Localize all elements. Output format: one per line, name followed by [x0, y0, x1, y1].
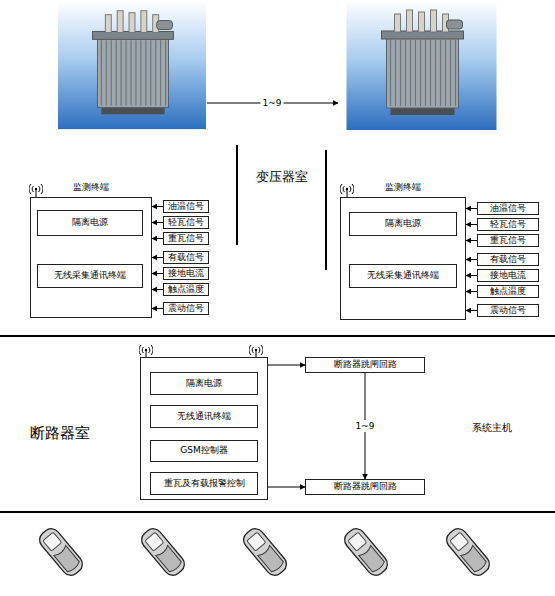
- box-label: 重瓦信号: [490, 236, 526, 246]
- room-label: 断路器室: [30, 424, 90, 443]
- signal-box: 震动信号: [477, 304, 539, 317]
- box-label: 油温信号: [490, 204, 526, 214]
- signal-box: 重瓦信号: [477, 234, 539, 247]
- box-label: 轻瓦信号: [490, 220, 526, 230]
- box-label: 震动信号: [490, 306, 526, 316]
- signal-arrow: [466, 310, 477, 311]
- signal-arrow: [152, 206, 163, 207]
- signal-arrow: [152, 257, 163, 258]
- signal-box: 轻瓦信号: [163, 216, 209, 229]
- signal-arrow: [268, 487, 305, 488]
- box-label: 有载信号: [168, 253, 204, 263]
- signal-arrow: [466, 224, 477, 225]
- box-heading: 监测终端: [341, 181, 465, 194]
- transformer-photo: [58, 1, 206, 129]
- trip-circuit-box: 断路器跳闸回路: [305, 479, 425, 495]
- room-divider: [325, 150, 327, 270]
- signal-box: 重瓦信号: [163, 232, 209, 245]
- box-label: 隔离电源: [385, 219, 421, 229]
- box-label: 油温信号: [168, 202, 204, 212]
- breaker-control-unit: 隔离电源无线通讯终端 GSM控制器重瓦及有载报警控制: [140, 357, 268, 500]
- box-label: 无线采集通讯终端: [367, 271, 439, 281]
- signal-box: 轻瓦信号: [477, 218, 539, 231]
- signal-arrow: [152, 222, 163, 223]
- count-label: 1~9: [261, 98, 284, 108]
- box-label: 断路器跳闸回路: [334, 360, 397, 370]
- box-label: 触点温度: [490, 287, 526, 297]
- signal-box: 震动信号: [163, 302, 209, 315]
- signal-box: 触点温度: [163, 283, 209, 296]
- box-label: 触点温度: [168, 285, 204, 295]
- signal-arrow: [152, 273, 163, 274]
- signal-arrow: [152, 308, 163, 309]
- trip-circuit-box: 断路器跳闸回路: [305, 357, 425, 373]
- box-heading: 监测终端: [31, 181, 151, 194]
- box-label: GSM控制器: [180, 446, 227, 456]
- section-separator: [0, 335, 555, 337]
- signal-box: 油温信号: [163, 200, 209, 213]
- signal-box: 接地电流: [163, 267, 209, 280]
- signal-box: 有载信号: [477, 253, 539, 266]
- signal-arrow: [152, 238, 163, 239]
- signal-arrow: [268, 365, 305, 366]
- system-label: 系统主机: [472, 421, 512, 435]
- box-label: 无线采集通讯终端: [54, 271, 126, 281]
- box-label: 重瓦信号: [168, 234, 204, 244]
- signal-arrow: [152, 289, 163, 290]
- alarm-control-box: 重瓦及有载报警控制: [150, 472, 258, 495]
- box-label: 断路器跳闸回路: [334, 482, 397, 492]
- antenna-symbol: [29, 184, 43, 197]
- mobile-phone: [138, 525, 188, 579]
- signal-box: 接地电流: [477, 269, 539, 282]
- power-box: 隔离电源: [349, 212, 457, 236]
- antenna-symbol: [340, 184, 354, 197]
- signal-box: 有载信号: [163, 251, 209, 264]
- signal-arrow: [466, 208, 477, 209]
- mobile-phone: [443, 525, 493, 579]
- box-label: 隔离电源: [72, 218, 108, 228]
- box-label: 有载信号: [490, 255, 526, 265]
- box-label: 接地电流: [490, 271, 526, 281]
- power-box: 隔离电源: [37, 210, 143, 236]
- box-label: 无线通讯终端: [177, 412, 231, 422]
- transformer-photo: [347, 0, 497, 130]
- signal-box: 油温信号: [477, 202, 539, 215]
- mobile-phone: [240, 525, 290, 579]
- room-divider: [236, 145, 238, 245]
- edge-label: 1~9: [355, 420, 376, 432]
- signal-arrow: [466, 291, 477, 292]
- wireless-terminal-box: 无线通讯终端: [150, 405, 258, 428]
- box-label: 轻瓦信号: [168, 218, 204, 228]
- gsm-controller-box: GSM控制器: [150, 440, 258, 462]
- signal-arrow: [466, 240, 477, 241]
- power-box: 隔离电源: [150, 372, 258, 395]
- box-label: 接地电流: [168, 269, 204, 279]
- wireless-terminal-box: 无线采集通讯终端: [37, 264, 143, 288]
- box-label: 重瓦及有载报警控制: [164, 479, 245, 489]
- signal-arrow: [466, 259, 477, 260]
- box-label: 隔离电源: [186, 379, 222, 389]
- mobile-phone: [36, 525, 86, 579]
- room-label: 变压器室: [256, 168, 308, 186]
- monitoring-terminal: 监测终端隔离电源无线采集通讯终端: [30, 197, 152, 318]
- signal-box: 触点温度: [477, 285, 539, 298]
- section-separator: [0, 511, 555, 513]
- signal-arrow: [466, 275, 477, 276]
- wireless-terminal-box: 无线采集通讯终端: [349, 264, 457, 288]
- box-label: 震动信号: [168, 304, 204, 314]
- mobile-phone: [341, 525, 391, 579]
- monitoring-terminal: 监测终端隔离电源无线采集通讯终端: [340, 197, 466, 320]
